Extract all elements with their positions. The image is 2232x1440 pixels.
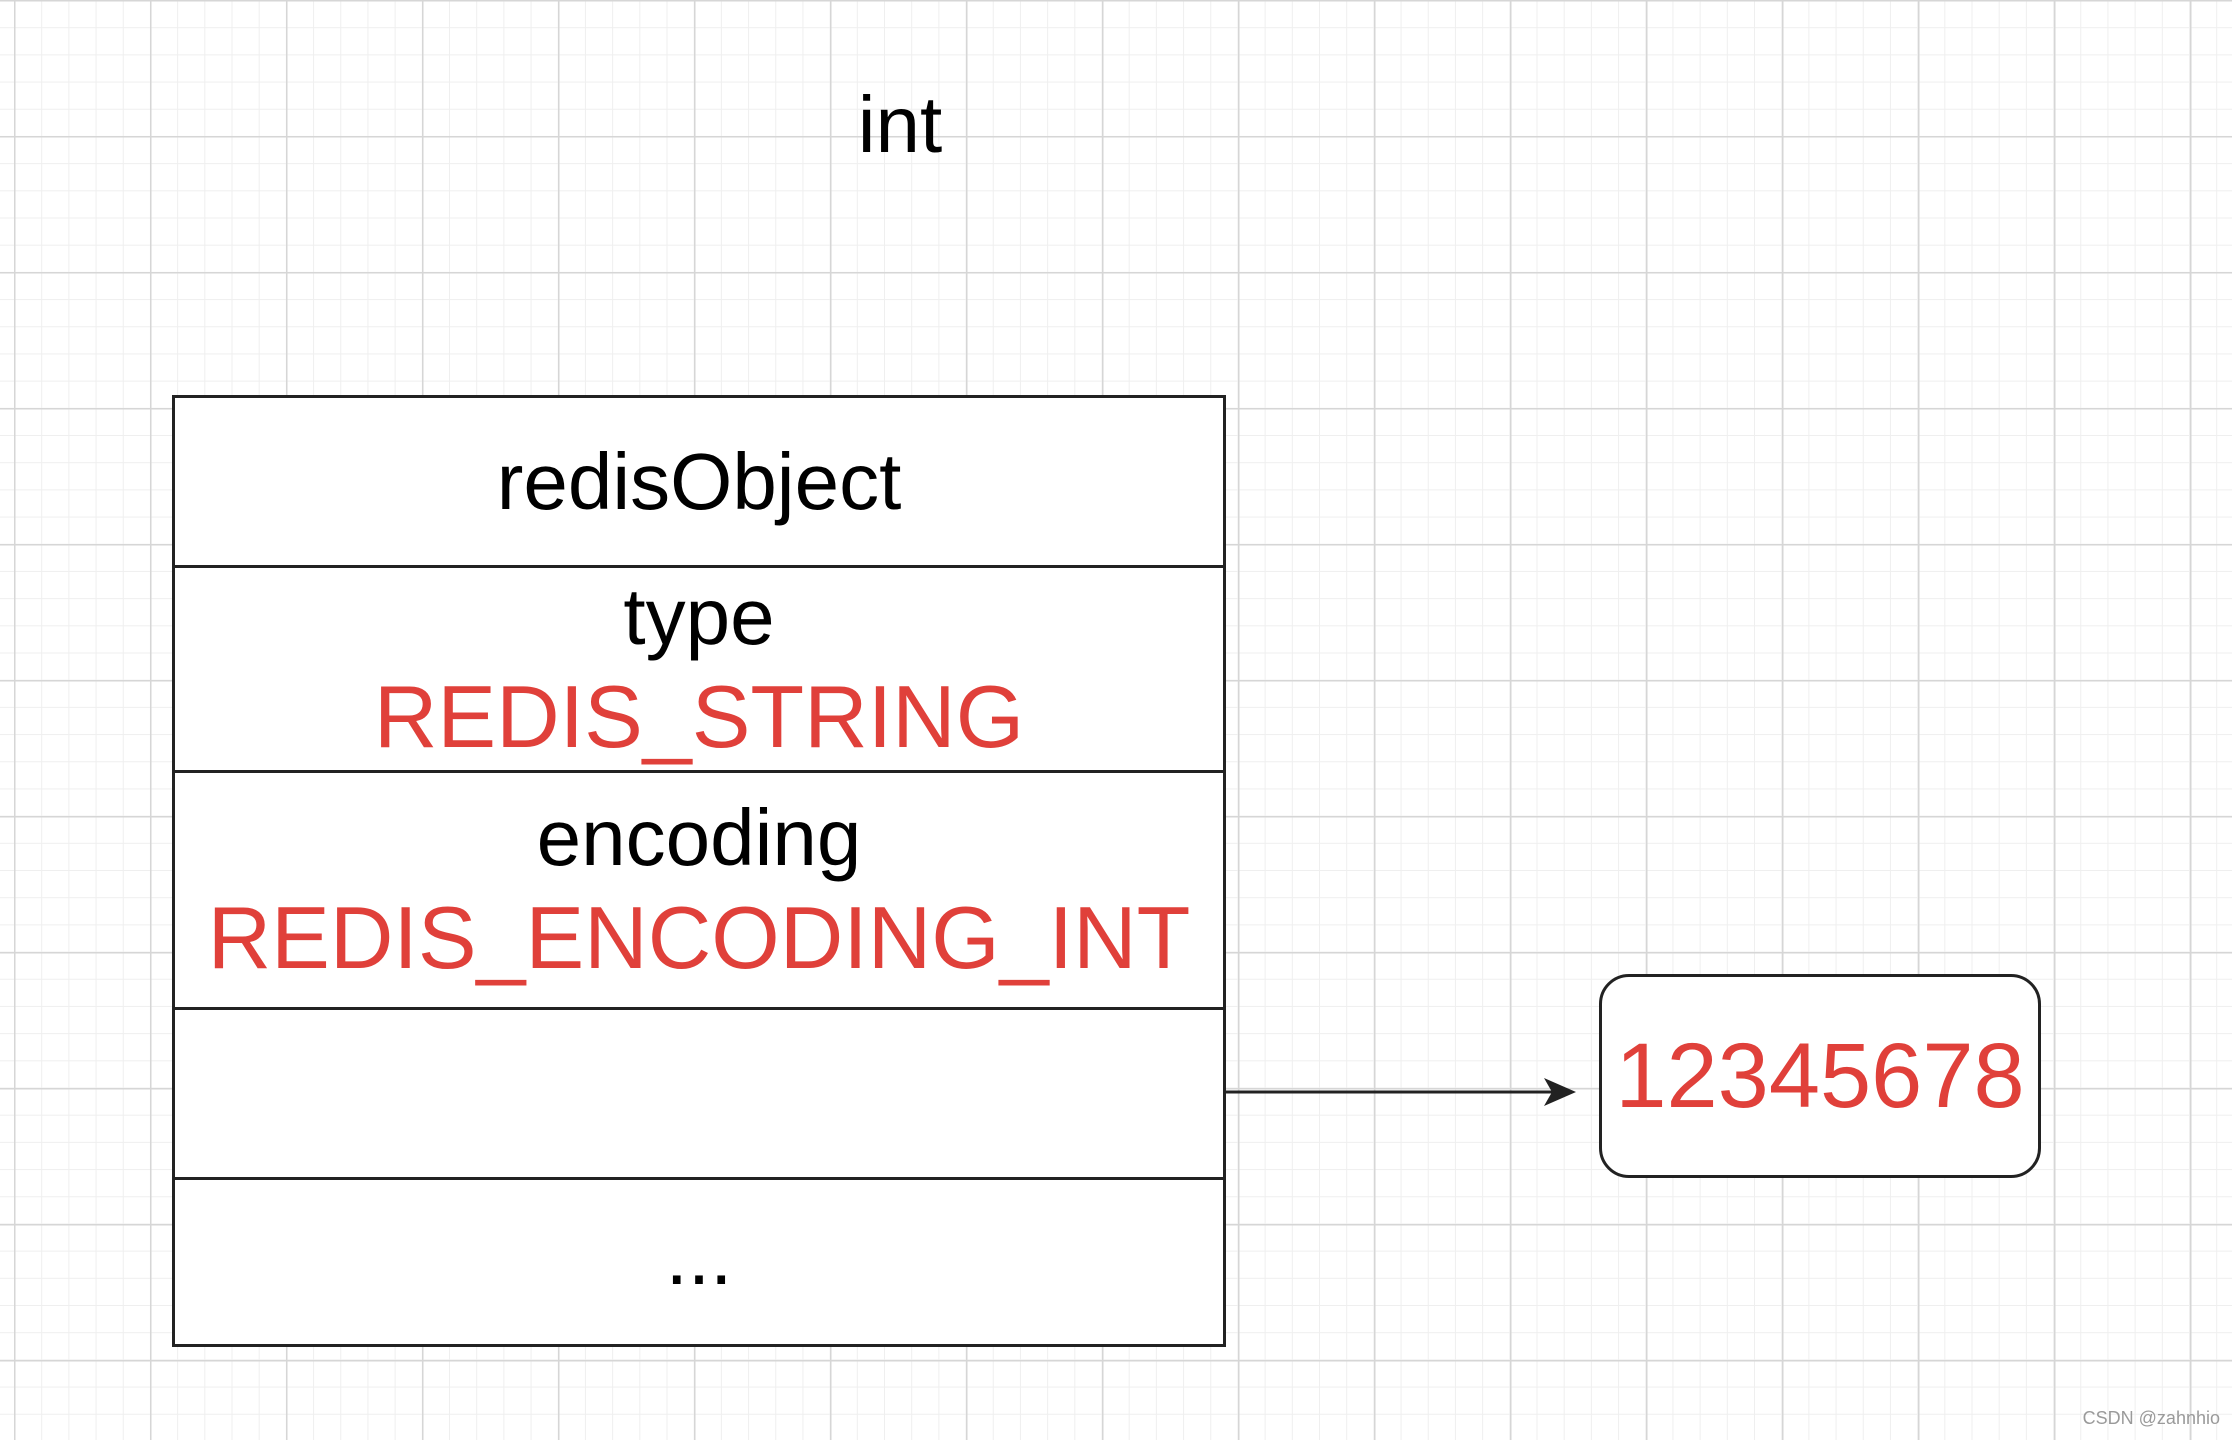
ptr-cell bbox=[175, 1010, 1223, 1180]
encoding-value: REDIS_ENCODING_INT bbox=[207, 888, 1191, 987]
pointer-arrow bbox=[1226, 1078, 1576, 1106]
more-cell: ... bbox=[175, 1180, 1223, 1344]
redis-object-header: redisObject bbox=[496, 436, 902, 526]
int-value: 12345678 bbox=[1615, 1025, 2025, 1127]
redis-object-header-cell: redisObject bbox=[175, 398, 1223, 568]
int-value-box: 12345678 bbox=[1599, 974, 2041, 1178]
redis-object-table: redisObject type REDIS_STRING encoding R… bbox=[172, 395, 1226, 1347]
encoding-cell: encoding REDIS_ENCODING_INT bbox=[175, 773, 1223, 1010]
diagram-title: int bbox=[857, 80, 943, 169]
type-cell: type REDIS_STRING bbox=[175, 568, 1223, 773]
type-label: type bbox=[623, 572, 775, 661]
type-value: REDIS_STRING bbox=[373, 667, 1025, 766]
encoding-label: encoding bbox=[536, 793, 862, 882]
more-ellipsis: ... bbox=[665, 1212, 733, 1301]
watermark: CSDN @zahnhio bbox=[2082, 1408, 2220, 1428]
pointer-arrow-head bbox=[1544, 1078, 1576, 1106]
